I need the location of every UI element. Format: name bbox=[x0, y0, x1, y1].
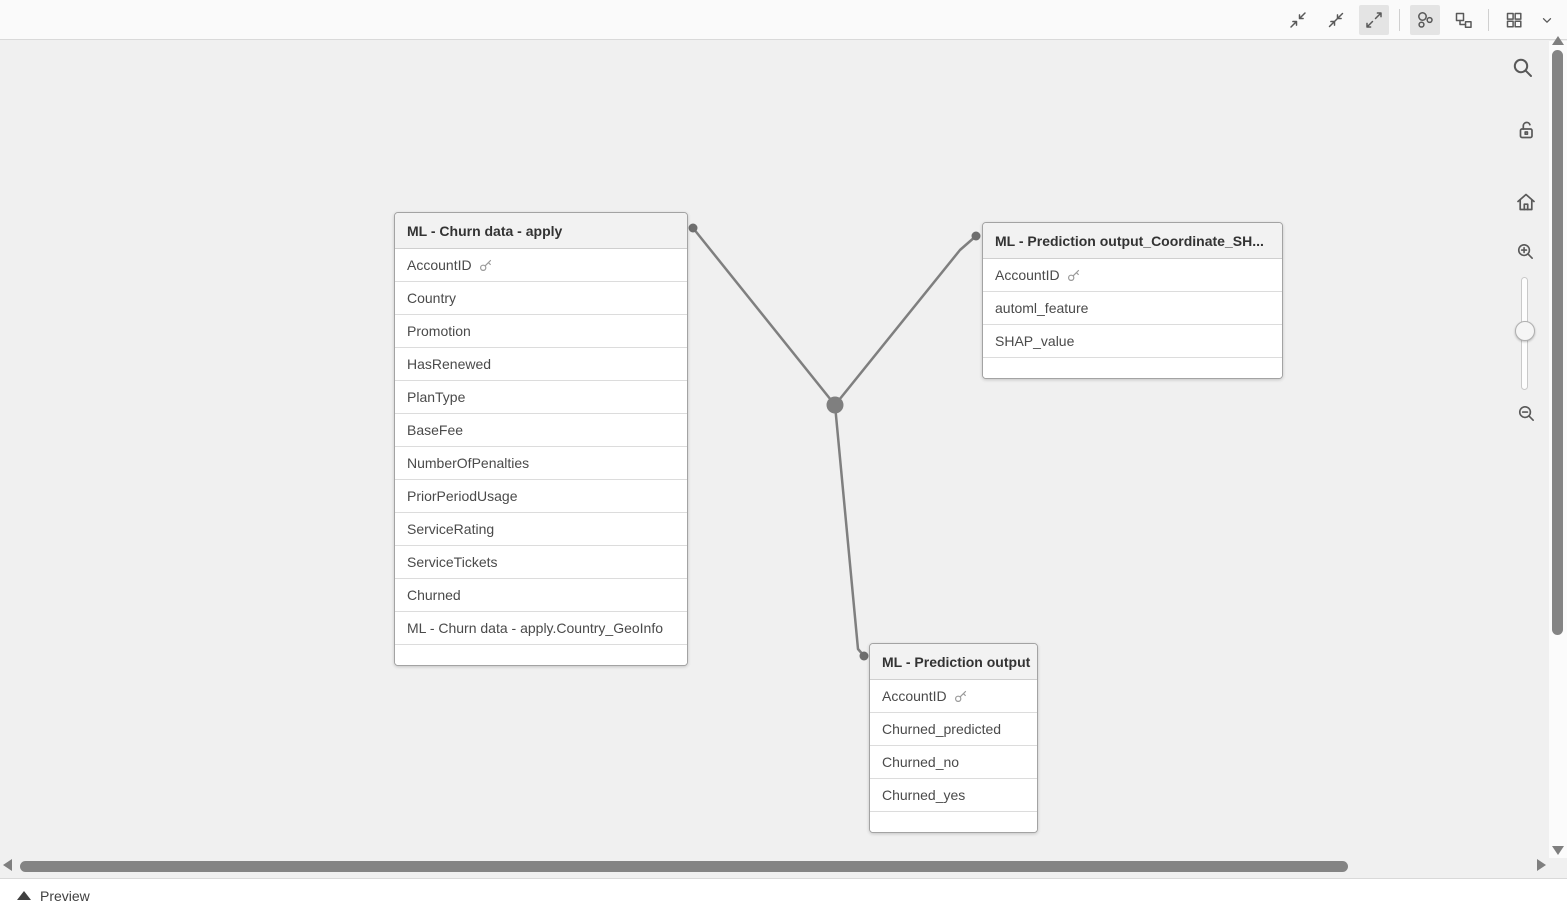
field-row[interactable]: HasRenewed bbox=[395, 348, 687, 381]
triangle-up-icon bbox=[17, 891, 31, 900]
table-ml-prediction-output[interactable]: ML - Prediction output AccountID Churned… bbox=[869, 643, 1038, 833]
field-row[interactable]: BaseFee bbox=[395, 414, 687, 447]
key-icon bbox=[954, 690, 966, 703]
layout-menu-button[interactable] bbox=[1537, 5, 1557, 35]
zoom-in-button[interactable] bbox=[1516, 242, 1535, 266]
expand-all-button[interactable] bbox=[1359, 4, 1389, 35]
field-row[interactable]: ML - Churn data - apply.Country_GeoInfo bbox=[395, 612, 687, 645]
toolbar bbox=[0, 0, 1567, 40]
field-row[interactable]: AccountID bbox=[395, 249, 687, 282]
home-icon bbox=[1517, 193, 1535, 211]
lock-toggle-button[interactable] bbox=[1514, 118, 1538, 147]
preview-bar: Preview bbox=[0, 878, 1567, 912]
table-footer bbox=[983, 358, 1282, 378]
scroll-right-arrow[interactable] bbox=[1537, 859, 1546, 871]
expand-arrows-icon bbox=[1366, 11, 1382, 28]
field-row[interactable]: AccountID bbox=[983, 259, 1282, 292]
zoom-in-icon bbox=[1517, 243, 1533, 259]
association-endpoint bbox=[859, 651, 869, 661]
collapse-arrows-icon bbox=[1290, 11, 1306, 28]
scroll-up-arrow[interactable] bbox=[1552, 36, 1564, 45]
field-row[interactable]: SHAP_value bbox=[983, 325, 1282, 358]
scroll-down-arrow[interactable] bbox=[1552, 846, 1564, 855]
field-row[interactable]: ServiceRating bbox=[395, 513, 687, 546]
field-row[interactable]: automl_feature bbox=[983, 292, 1282, 325]
horizontal-scrollbar-track[interactable] bbox=[0, 858, 1549, 875]
zoom-out-button[interactable] bbox=[1517, 404, 1536, 428]
table-ml-prediction-output-coordinate[interactable]: ML - Prediction output_Coordinate_SH... … bbox=[982, 222, 1283, 379]
table-title[interactable]: ML - Prediction output_Coordinate_SH... bbox=[983, 223, 1282, 259]
collapse-all-button[interactable] bbox=[1283, 5, 1313, 35]
toolbar-separator bbox=[1488, 8, 1489, 31]
association-endpoint bbox=[688, 223, 698, 233]
field-row[interactable]: ServiceTickets bbox=[395, 546, 687, 579]
grid-layout-icon bbox=[1506, 12, 1522, 28]
field-row[interactable]: Churned_yes bbox=[870, 779, 1037, 812]
chevron-down-icon bbox=[1542, 17, 1552, 23]
preview-label: Preview bbox=[40, 887, 90, 904]
field-row[interactable]: Churned_no bbox=[870, 746, 1037, 779]
field-row[interactable]: Churned bbox=[395, 579, 687, 612]
field-row[interactable]: NumberOfPenalties bbox=[395, 447, 687, 480]
grid-layout-button[interactable] bbox=[1499, 5, 1529, 35]
home-button[interactable] bbox=[1514, 190, 1538, 219]
table-title[interactable]: ML - Prediction output bbox=[870, 644, 1037, 680]
field-row[interactable]: Country bbox=[395, 282, 687, 315]
field-row[interactable]: PriorPeriodUsage bbox=[395, 480, 687, 513]
table-ml-churn-data-apply[interactable]: ML - Churn data - apply AccountID Countr… bbox=[394, 212, 688, 666]
collapse-linked-button[interactable] bbox=[1321, 5, 1351, 35]
zoom-slider-thumb[interactable] bbox=[1515, 321, 1535, 341]
field-row[interactable]: Churned_predicted bbox=[870, 713, 1037, 746]
horizontal-scrollbar-thumb[interactable] bbox=[20, 861, 1348, 872]
key-icon bbox=[1067, 269, 1079, 282]
field-row[interactable]: PlanType bbox=[395, 381, 687, 414]
association-junction[interactable] bbox=[826, 396, 844, 414]
tables-view-icon bbox=[1455, 12, 1472, 28]
field-row[interactable]: Promotion bbox=[395, 315, 687, 348]
search-button[interactable] bbox=[1511, 56, 1535, 85]
field-row[interactable]: AccountID bbox=[870, 680, 1037, 713]
zoom-out-icon bbox=[1518, 405, 1534, 421]
table-title[interactable]: ML - Churn data - apply bbox=[395, 213, 687, 249]
search-icon bbox=[1513, 58, 1532, 77]
bubbles-view-button[interactable] bbox=[1410, 4, 1440, 35]
lock-open-icon bbox=[1519, 121, 1533, 139]
table-footer bbox=[395, 645, 687, 665]
tables-view-button[interactable] bbox=[1448, 5, 1478, 35]
bubbles-view-icon bbox=[1418, 11, 1433, 28]
data-model-canvas[interactable]: ML - Churn data - apply AccountID Countr… bbox=[0, 41, 1567, 858]
preview-toggle-button[interactable]: Preview bbox=[17, 888, 90, 904]
toolbar-separator bbox=[1399, 8, 1400, 31]
association-endpoint bbox=[971, 231, 981, 241]
key-icon bbox=[479, 259, 491, 272]
table-footer bbox=[870, 812, 1037, 832]
vertical-scrollbar-thumb[interactable] bbox=[1552, 50, 1563, 635]
scroll-left-arrow[interactable] bbox=[3, 859, 12, 871]
collapse-diagonal-icon bbox=[1328, 12, 1344, 27]
association-lines bbox=[688, 223, 981, 661]
